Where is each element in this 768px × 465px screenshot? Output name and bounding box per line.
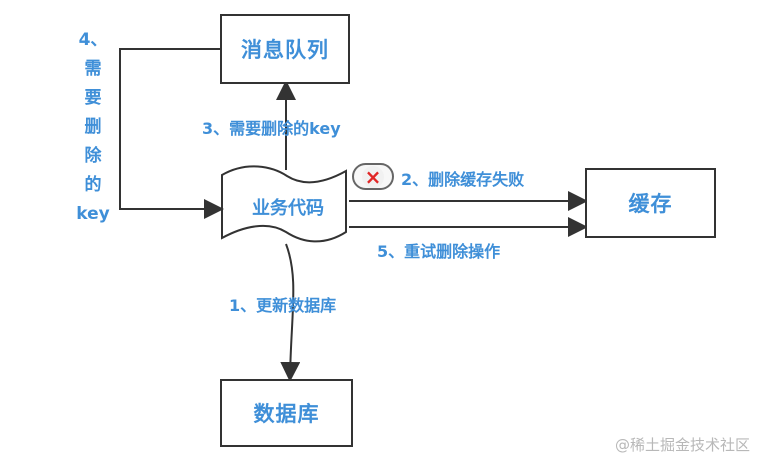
label-need-delete-key-back-line-2: 需 [84, 59, 102, 79]
business-code-shape [221, 165, 347, 243]
label-need-delete-key-back-line-1: 4、 [78, 30, 108, 50]
label-update-db: 1、更新数据库 [229, 296, 337, 315]
label-need-delete-key-to-queue: 3、需要删除的key [202, 119, 341, 138]
close-icon: × [362, 165, 384, 188]
cache-label: 缓存 [628, 192, 673, 216]
label-need-delete-key-back: 4、 需 要 删 除 的 key [72, 26, 114, 229]
arrow-to-database [280, 243, 301, 382]
cache-node: 缓存 [585, 168, 716, 238]
database-node: 数据库 [220, 379, 353, 447]
label-need-delete-key-back-line-5: 除 [84, 146, 102, 166]
label-need-delete-key-back-line-7: key [76, 204, 110, 224]
failure-badge: × [352, 163, 394, 190]
business-code-label: 业务代码 [252, 198, 324, 219]
arrow-from-message-queue [119, 48, 224, 219]
label-need-delete-key-back-line-6: 的 [84, 175, 102, 195]
label-delete-cache-fail: 2、删除缓存失败 [401, 170, 525, 189]
label-need-delete-key-back-line-3: 要 [84, 88, 102, 108]
message-queue-node: 消息队列 [220, 14, 350, 84]
watermark: @稀土掘金技术社区 [614, 436, 750, 454]
business-code-node: 业务代码 [228, 194, 348, 220]
database-label: 数据库 [253, 402, 320, 426]
label-need-delete-key-back-line-4: 删 [84, 117, 102, 137]
label-retry-delete: 5、重试删除操作 [377, 242, 501, 261]
message-queue-label: 消息队列 [241, 38, 329, 62]
